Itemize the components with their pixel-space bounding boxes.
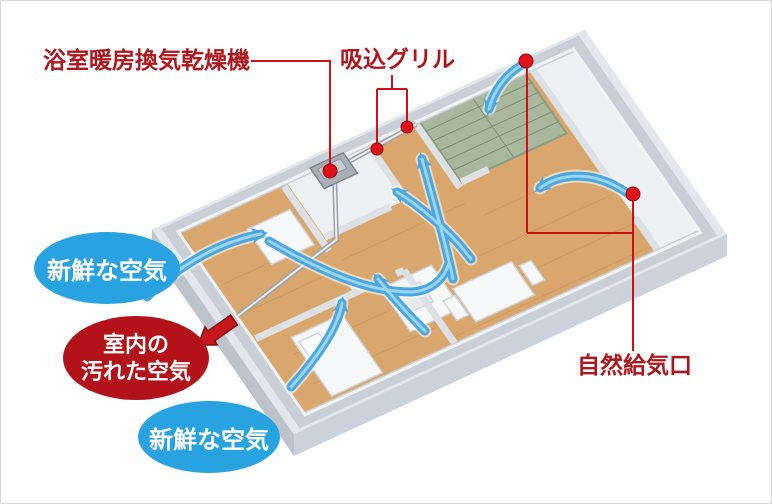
dirty-air-line2: 汚れた空気	[80, 359, 191, 384]
fresh-air-bubble-bottom: 新鮮な空気	[138, 401, 280, 473]
natural-inlet-dot-top	[518, 53, 534, 69]
annotation-dots	[322, 53, 641, 202]
bathroom-unit-connector-line	[251, 60, 331, 167]
natural-inlet-label: 自然給気口	[577, 352, 692, 378]
suction-grill-connector-line	[376, 75, 408, 145]
dirty-air-bubble: 室内の 汚れた空気	[63, 316, 209, 400]
suction-grill-dot-right	[400, 120, 414, 134]
chair	[443, 296, 468, 321]
washroom-floor	[286, 143, 407, 238]
natural-inlet-connector-line	[526, 67, 634, 351]
balcony-floor	[531, 46, 707, 253]
suction-grill-dot-left	[370, 142, 384, 156]
bathroom-unit-dot	[322, 163, 338, 179]
building-base	[152, 229, 727, 456]
dirty-air-line1: 室内の	[102, 332, 169, 357]
dining-table	[453, 262, 534, 322]
exhaust-air-arrow	[196, 314, 239, 346]
outer-wall-highlight	[178, 49, 700, 415]
bathroom-unit-label: 浴室暖房換気乾燥機	[43, 47, 250, 73]
fresh-air-bubble-left: 新鮮な空気	[34, 232, 180, 304]
suction-grill-label: 吸込グリル	[340, 46, 455, 72]
natural-inlet-dot-right	[625, 186, 641, 202]
fresh-air-bubble-left-text: 新鮮な空気	[47, 257, 167, 285]
annotation-lines	[251, 60, 634, 351]
fresh-air-bubble-bottom-text: 新鮮な空気	[149, 426, 269, 454]
chair	[519, 260, 544, 285]
